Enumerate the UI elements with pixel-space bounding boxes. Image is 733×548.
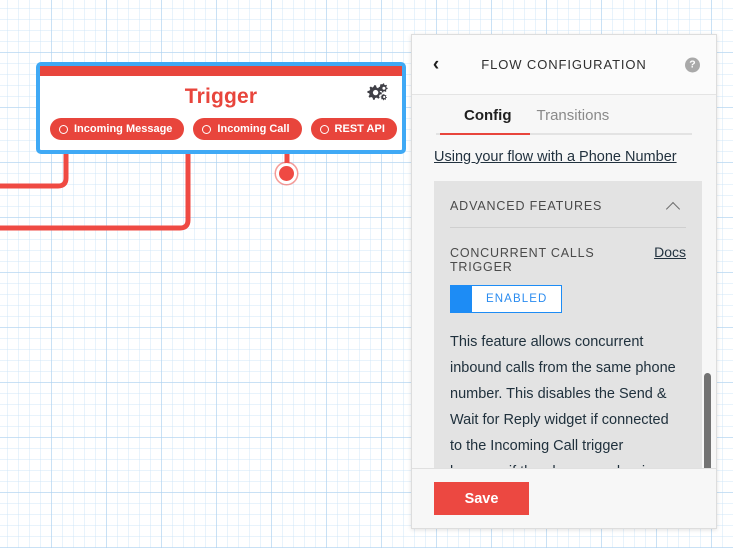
panel-scrollbar-track[interactable] — [704, 135, 713, 468]
section-divider — [450, 226, 686, 228]
panel-body[interactable]: Using your flow with a Phone Number ADVA… — [412, 134, 716, 468]
wire-incoming-call — [0, 150, 191, 231]
docs-link[interactable]: Docs — [654, 243, 686, 260]
panel-scrollbar-thumb[interactable] — [704, 372, 711, 468]
trigger-title: Trigger — [184, 85, 258, 108]
trigger-widget[interactable]: Trigger Incoming Message — [36, 62, 406, 154]
tabs-underline — [436, 133, 692, 135]
trigger-transition-pills: Incoming Message Incoming Call REST API — [50, 118, 397, 140]
flow-configuration-panel: ‹ FLOW CONFIGURATION ? Config Transition… — [411, 34, 717, 529]
phone-number-help-link[interactable]: Using your flow with a Phone Number — [434, 148, 677, 165]
toggle-state-label: ENABLED — [486, 292, 548, 305]
pill-connector-icon — [319, 124, 329, 134]
gears-icon[interactable] — [365, 82, 389, 104]
advanced-features-header[interactable]: ADVANCED FEATURES — [434, 181, 702, 213]
rest-api-endpoint-dot[interactable] — [279, 166, 294, 181]
trigger-pill-incoming-call[interactable]: Incoming Call — [193, 118, 302, 140]
page-title: FLOW CONFIGURATION — [481, 57, 647, 72]
tab-transitions[interactable]: Transitions — [536, 107, 610, 124]
tab-active-indicator — [440, 133, 530, 135]
tab-config[interactable]: Config — [464, 107, 512, 124]
pill-label: REST API — [334, 123, 385, 135]
pill-connector-icon — [202, 124, 212, 134]
concurrent-calls-toggle[interactable]: ENABLED — [450, 284, 563, 313]
trigger-header-bar — [40, 66, 402, 76]
pill-label: Incoming Message — [74, 123, 173, 135]
panel-footer: Save — [412, 468, 716, 528]
wire-incoming-message — [0, 150, 69, 189]
question-mark-icon[interactable]: ? — [685, 57, 700, 72]
pill-label: Incoming Call — [217, 123, 290, 135]
feature-name-label: CONCURRENT CALLS TRIGGER — [450, 245, 595, 274]
chevron-left-icon[interactable]: ‹ — [432, 54, 440, 75]
pill-connector-icon — [59, 124, 68, 134]
concurrent-calls-trigger-row: CONCURRENT CALLS TRIGGER Docs — [434, 228, 702, 274]
feature-description: This feature allows concurrent inbound c… — [450, 333, 676, 468]
panel-header: ‹ FLOW CONFIGURATION ? — [412, 35, 716, 95]
panel-tabs: Config Transitions — [412, 95, 716, 133]
advanced-features-section: ADVANCED FEATURES CONCURRENT CALLS TRIGG… — [434, 180, 702, 468]
advanced-features-title: ADVANCED FEATURES — [450, 198, 603, 213]
trigger-pill-incoming-message[interactable]: Incoming Message — [50, 118, 185, 140]
chevron-up-icon[interactable] — [667, 199, 680, 212]
save-button[interactable]: Save — [434, 482, 529, 515]
toggle-knob — [451, 285, 472, 312]
trigger-pill-rest-api[interactable]: REST API — [310, 118, 397, 140]
